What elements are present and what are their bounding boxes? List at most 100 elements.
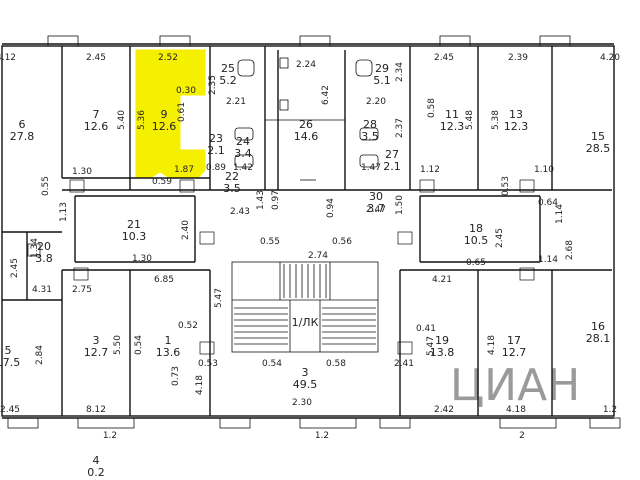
dimension-label: 0.89 — [206, 163, 226, 173]
dimension-label: 2.43 — [230, 207, 250, 217]
dimension-label: 1.30 — [72, 167, 92, 177]
toilet-fixtures — [234, 57, 379, 181]
room-number-r13: 13 — [509, 108, 523, 121]
room-number-r25: 25 — [221, 62, 235, 75]
room-number-r15: 15 — [591, 130, 605, 143]
dimension-label: 2.75 — [72, 285, 92, 295]
dimension-label: 1.2 — [315, 431, 329, 441]
room-area-r20: 3.8 — [35, 252, 53, 265]
room-area-r27: 2.1 — [383, 160, 401, 173]
dimension-label: 2.45 — [86, 53, 106, 63]
room-area-r22: 3.5 — [223, 182, 241, 195]
dimension-label: 4.18 — [195, 375, 205, 395]
dimension-label: 4.21 — [432, 275, 452, 285]
room-number-r22: 22 — [225, 170, 239, 183]
room-area-r4: 0.2 — [87, 466, 105, 479]
room-area-r17: 12.7 — [502, 346, 527, 359]
room-number-r11: 11 — [445, 108, 459, 121]
dimension-label: 0.97 — [271, 190, 281, 210]
dimension-label: 1.47 — [361, 163, 381, 173]
room-area-r24: 3.4 — [234, 147, 252, 160]
room-area-r29: 5.1 — [373, 74, 391, 87]
dimension-label: 5.50 — [113, 335, 123, 355]
room-number-r27: 27 — [385, 148, 399, 161]
dimension-label: 5.36 — [137, 110, 147, 130]
room-number-r16: 16 — [591, 320, 605, 333]
dimension-label: 0.59 — [152, 177, 172, 187]
dimension-label: 1.2 — [103, 431, 117, 441]
dimension-label: 1.12 — [420, 165, 440, 175]
room-number-r5: 5 — [5, 344, 12, 357]
dimension-label: 8.12 — [86, 405, 106, 415]
dimension-label: 0.56 — [332, 237, 352, 247]
dimension-label: 0.61 — [177, 102, 187, 122]
interior-walls — [2, 46, 612, 416]
dimension-label: 1.50 — [395, 195, 405, 215]
dimension-label: 0.53 — [198, 359, 218, 369]
room-area-r18: 10.5 — [464, 234, 489, 247]
room-area-r9: 12.6 — [152, 120, 177, 133]
room-area-r19: 13.8 — [430, 346, 455, 359]
room-number-r6: 6 — [19, 118, 26, 131]
dimension-label: 1.43 — [256, 190, 266, 210]
dimension-label: 5.47 — [426, 336, 436, 356]
dimension-label: 6.85 — [154, 275, 174, 285]
dimension-label: 2.42 — [434, 405, 454, 415]
room-number-r26: 26 — [299, 118, 313, 131]
dimension-label: 0.55 — [260, 237, 280, 247]
room-area-r3c: 49.5 — [293, 378, 318, 391]
dimension-label: 1.34 — [30, 238, 40, 258]
room-number-r18: 18 — [469, 222, 483, 235]
room-area-r5: 17.5 — [0, 356, 20, 369]
room-number-r4: 4 — [93, 454, 100, 467]
room-area-r6: 27.8 — [10, 130, 35, 143]
room-area-r11: 12.3 — [440, 120, 465, 133]
dimension-label: 0.52 — [178, 321, 198, 331]
room-number-r28: 28 — [363, 118, 377, 131]
dimension-label: 2.24 — [296, 60, 316, 70]
dimension-label: 1.30 — [132, 254, 152, 264]
dimension-label: 1.13 — [59, 202, 69, 222]
room-area-r15: 28.5 — [586, 142, 611, 155]
dimension-label: 0.54 — [134, 335, 144, 355]
dimension-label: 5.48 — [465, 110, 475, 130]
room-area-r16: 28.1 — [586, 332, 611, 345]
dimension-label: 1.10 — [534, 165, 554, 175]
dimension-label: 2.30 — [292, 398, 312, 408]
dimension-label: 0.64 — [538, 198, 558, 208]
watermark: ЦИАН — [450, 360, 580, 411]
dimension-label: 4.20 — [600, 53, 620, 63]
dimension-label: 2.68 — [565, 240, 575, 260]
dimension-label: 2.41 — [394, 359, 414, 369]
dimension-label: 2.21 — [226, 97, 246, 107]
dimension-label: 2.20 — [366, 97, 386, 107]
dimension-label: 2.52 — [158, 53, 178, 63]
room-number-r30: 30 — [369, 190, 383, 203]
staircase — [231, 261, 379, 353]
dimension-label: 2.34 — [395, 62, 405, 82]
dimension-label: 1.42 — [233, 163, 253, 173]
room-area-r7: 12.6 — [84, 120, 109, 133]
dimension-label: 5.47 — [214, 288, 224, 308]
dimension-label: 0.65 — [466, 258, 486, 268]
dimension-label: 4.18 — [506, 405, 526, 415]
room-number-r20: 20 — [37, 240, 51, 253]
room-number-r1: 1 — [165, 334, 172, 347]
dimension-label: 0.54 — [262, 359, 282, 369]
room-area-r28: 3.5 — [361, 130, 379, 143]
dimension-label: 2.40 — [181, 220, 191, 240]
room-number-r23: 23 — [209, 132, 223, 145]
dimension-label: 6.42 — [321, 85, 331, 105]
dimension-label: 1.14 — [555, 204, 565, 224]
dimension-label: 0.58 — [326, 359, 346, 369]
room-number-r7: 7 — [93, 108, 100, 121]
dimension-label: 2.45 — [10, 258, 20, 278]
room-number-r21: 21 — [127, 218, 141, 231]
dimension-label: 2.35 — [208, 75, 218, 95]
dimension-label: 2.47 — [366, 205, 386, 215]
room-area-r21: 10.3 — [122, 230, 147, 243]
room-number-r3c: 3 — [302, 366, 309, 379]
stair-treads — [234, 264, 376, 345]
dimension-label: 2.45 — [0, 405, 20, 415]
dimension-label: 0.41 — [416, 324, 436, 334]
